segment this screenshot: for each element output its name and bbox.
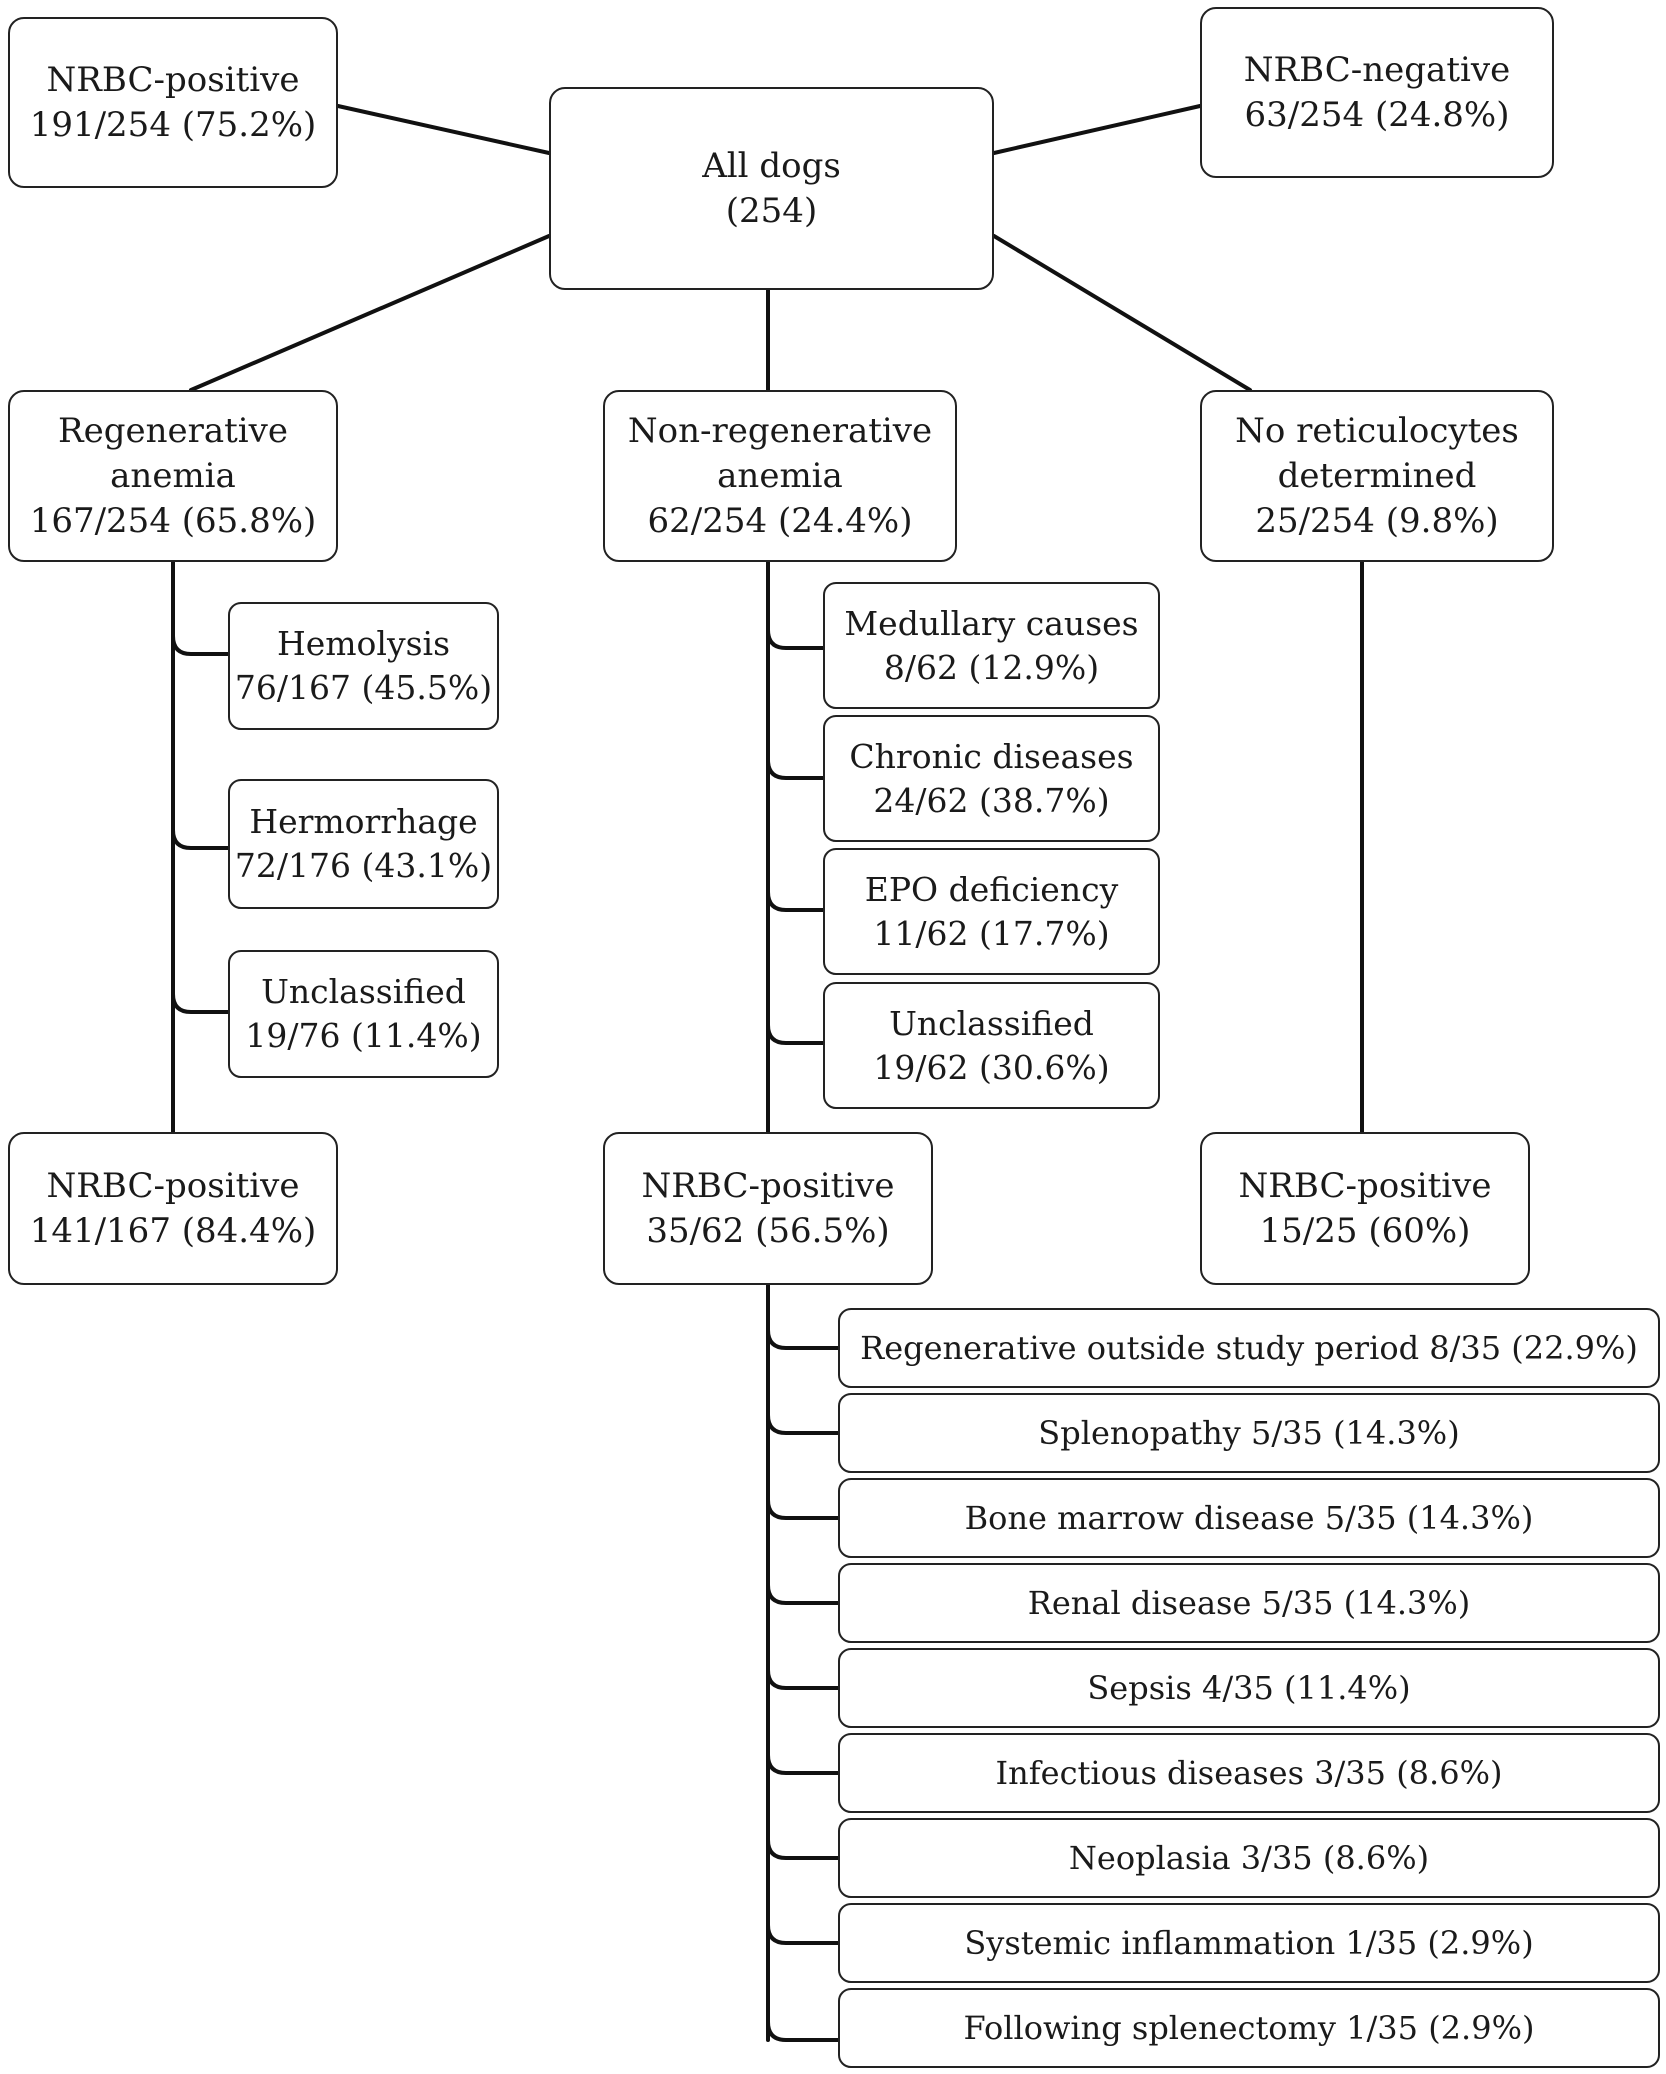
node-medullary-causes: Medullary causes 8/62 (12.9%): [823, 582, 1160, 709]
medullary-elbow: [766, 628, 825, 650]
node-label: NRBC-positive: [1238, 1165, 1492, 1206]
node-label: All dogs: [702, 145, 841, 186]
node-count: 35/62 (56.5%): [646, 1210, 890, 1251]
cause-label: Neoplasia 3/35 (8.6%): [1068, 1839, 1430, 1877]
node-label: NRBC-positive: [46, 59, 300, 100]
node-count: 25/254 (9.8%): [1255, 500, 1499, 541]
chronic-elbow: [766, 758, 825, 780]
node-label: NRBC-negative: [1243, 49, 1511, 90]
cause-elbow-9: [766, 2020, 840, 2042]
node-count: 141/167 (84.4%): [29, 1210, 317, 1251]
node-epo-deficiency: EPO deficiency 11/62 (17.7%): [823, 848, 1160, 975]
node-count: 62/254 (24.4%): [647, 500, 913, 541]
link-all-to-regenerative: [189, 234, 551, 392]
node-label: determined: [1277, 455, 1477, 496]
unclassified-nonregen-elbow: [766, 1023, 825, 1045]
cause-label: Splenopathy 5/35 (14.3%): [1038, 1414, 1460, 1452]
cause-row: Following splenectomy 1/35 (2.9%): [838, 1988, 1660, 2068]
node-label: No reticulocytes: [1235, 410, 1519, 451]
node-label: Non-regenerative: [627, 410, 933, 451]
unclassified-regen-elbow: [171, 992, 230, 1014]
node-count: 191/254 (75.2%): [29, 104, 317, 145]
node-count: 63/254 (24.8%): [1244, 94, 1510, 135]
cause-label: Regenerative outside study period 8/35 (…: [860, 1329, 1638, 1367]
node-label: EPO deficiency: [864, 869, 1119, 909]
cause-elbow-1: [766, 1328, 840, 1350]
cause-row: Infectious diseases 3/35 (8.6%): [838, 1733, 1660, 1813]
cause-elbow-4: [766, 1583, 840, 1605]
node-non-regenerative-anemia: Non-regenerative anemia 62/254 (24.4%): [603, 390, 957, 562]
node-nrbc-negative-all: NRBC-negative 63/254 (24.8%): [1200, 7, 1554, 178]
cause-row: Splenopathy 5/35 (14.3%): [838, 1393, 1660, 1473]
node-label: Regenerative: [57, 410, 288, 451]
node-count: 24/62 (38.7%): [873, 780, 1110, 820]
node-unclassified-regenerative: Unclassified 19/76 (11.4%): [228, 950, 499, 1078]
node-label: NRBC-positive: [46, 1165, 300, 1206]
node-count: 167/254 (65.8%): [29, 500, 317, 541]
node-label: anemia: [110, 455, 236, 496]
node-count: 76/167 (45.5%): [234, 668, 493, 707]
cause-elbow-7: [766, 1838, 840, 1860]
node-count: (254): [725, 190, 818, 231]
epo-elbow: [766, 890, 825, 912]
cause-row: Neoplasia 3/35 (8.6%): [838, 1818, 1660, 1898]
node-hemorrhage: Hermorrhage 72/176 (43.1%): [228, 779, 499, 909]
cause-label: Infectious diseases 3/35 (8.6%): [995, 1754, 1503, 1792]
cause-label: Following splenectomy 1/35 (2.9%): [963, 2009, 1535, 2047]
node-label: Unclassified: [889, 1003, 1094, 1043]
node-label: NRBC-positive: [641, 1165, 895, 1206]
node-nrbc-positive-non-regenerative: NRBC-positive 35/62 (56.5%): [603, 1132, 933, 1285]
node-nrbc-positive-regenerative: NRBC-positive 141/167 (84.4%): [8, 1132, 338, 1285]
hemorrhage-elbow: [171, 828, 230, 850]
node-count: 11/62 (17.7%): [873, 913, 1110, 953]
node-chronic-diseases: Chronic diseases 24/62 (38.7%): [823, 715, 1160, 842]
link-all-to-no-reticulocytes: [992, 234, 1252, 392]
node-nrbc-positive-all: NRBC-positive 191/254 (75.2%): [8, 17, 338, 188]
cause-elbow-2: [766, 1413, 840, 1435]
cause-label: Renal disease 5/35 (14.3%): [1027, 1584, 1471, 1622]
node-count: 15/25 (60%): [1259, 1210, 1471, 1251]
node-label: Unclassified: [261, 972, 466, 1011]
cause-label: Systemic inflammation 1/35 (2.9%): [964, 1924, 1534, 1962]
hemolysis-elbow: [171, 634, 230, 656]
cause-row: Renal disease 5/35 (14.3%): [838, 1563, 1660, 1643]
cause-elbow-8: [766, 1923, 840, 1945]
node-count: 19/62 (30.6%): [873, 1047, 1110, 1087]
link-all-to-nrbc-positive: [336, 104, 551, 155]
node-nrbc-positive-no-reticulocytes: NRBC-positive 15/25 (60%): [1200, 1132, 1530, 1285]
cause-label: Bone marrow disease 5/35 (14.3%): [964, 1499, 1534, 1537]
node-regenerative-anemia: Regenerative anemia 167/254 (65.8%): [8, 390, 338, 562]
node-all-dogs: All dogs (254): [549, 87, 994, 290]
node-label: Hermorrhage: [249, 802, 478, 841]
cause-row: Regenerative outside study period 8/35 (…: [838, 1308, 1660, 1388]
cause-row: Bone marrow disease 5/35 (14.3%): [838, 1478, 1660, 1558]
cause-elbow-5: [766, 1668, 840, 1690]
node-label: anemia: [717, 455, 843, 496]
node-count: 8/62 (12.9%): [883, 647, 1100, 687]
node-count: 19/76 (11.4%): [245, 1016, 482, 1055]
cause-elbow-6: [766, 1753, 840, 1775]
node-unclassified-non-regenerative: Unclassified 19/62 (30.6%): [823, 982, 1160, 1109]
node-count: 72/176 (43.1%): [234, 846, 493, 885]
link-all-to-nrbc-negative: [992, 104, 1202, 155]
cause-elbow-3: [766, 1498, 840, 1520]
node-label: Chronic diseases: [849, 736, 1134, 776]
cause-row: Sepsis 4/35 (11.4%): [838, 1648, 1660, 1728]
node-label: Hemolysis: [276, 624, 451, 663]
node-no-reticulocytes: No reticulocytes determined 25/254 (9.8%…: [1200, 390, 1554, 562]
cause-label: Sepsis 4/35 (11.4%): [1087, 1669, 1411, 1707]
cause-row: Systemic inflammation 1/35 (2.9%): [838, 1903, 1660, 1983]
node-label: Medullary causes: [844, 603, 1139, 643]
node-hemolysis: Hemolysis 76/167 (45.5%): [228, 602, 499, 730]
